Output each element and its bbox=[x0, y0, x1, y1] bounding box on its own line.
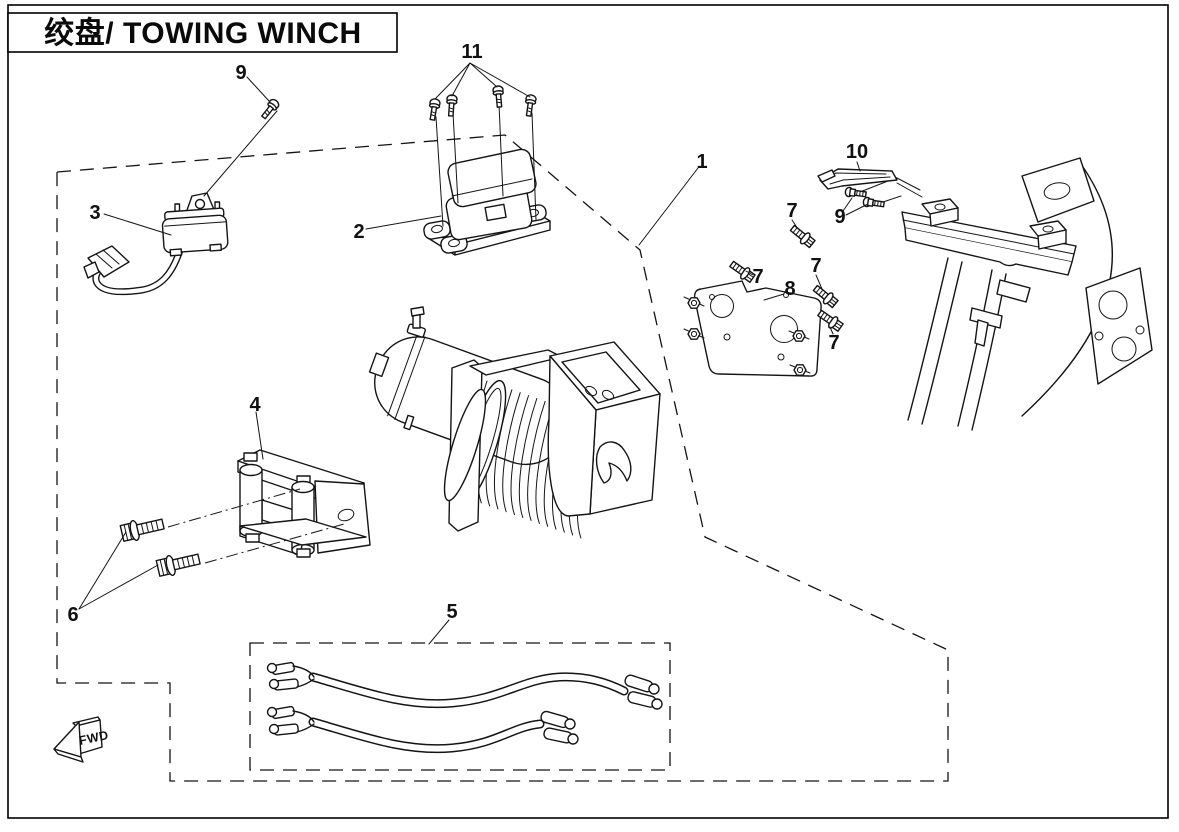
roller-fairlead-drawing bbox=[237, 449, 371, 558]
battery-cables-drawing bbox=[266, 661, 663, 754]
fwd-label: FWD bbox=[78, 728, 110, 748]
frame-side-plate bbox=[1085, 267, 1153, 385]
callout-4: 4 bbox=[249, 394, 261, 416]
callout-8: 8 bbox=[784, 278, 795, 300]
callout-7d: 7 bbox=[828, 332, 839, 354]
clutch-lever bbox=[595, 441, 632, 484]
contactor-drawing bbox=[423, 148, 551, 256]
callout-10: 10 bbox=[846, 141, 868, 163]
cable-connector bbox=[83, 245, 130, 279]
winch-assembly-drawing bbox=[368, 306, 661, 539]
cable2-right-boots bbox=[540, 710, 579, 745]
bracket-studs-right-drawing bbox=[844, 180, 902, 210]
callout-1: 1 bbox=[696, 151, 707, 173]
frame-mount-boss-right bbox=[1029, 220, 1067, 250]
frame-mount-boss-left bbox=[921, 198, 959, 227]
callout-7c: 7 bbox=[810, 255, 821, 277]
cable1-right-boots bbox=[624, 674, 663, 710]
callout-9-right: 9 bbox=[834, 206, 845, 228]
vehicle-frame-drawing bbox=[901, 157, 1153, 431]
callout-labels: 1 2 3 4 5 6 7 7 7 7 8 9 9 10 11 bbox=[67, 41, 868, 626]
switch-body bbox=[161, 192, 229, 257]
control-switch-drawing bbox=[83, 192, 229, 296]
callout-5: 5 bbox=[446, 601, 457, 623]
motor-terminal-studs bbox=[403, 306, 426, 431]
cable1-left-lugs bbox=[266, 661, 315, 691]
bracket-screw-left-drawing bbox=[203, 97, 282, 197]
plate-nut-2 bbox=[687, 328, 701, 340]
plate-nut-4 bbox=[793, 364, 807, 376]
page-title: 绞盘/ TOWING WINCH bbox=[44, 16, 361, 50]
callout-6: 6 bbox=[67, 604, 78, 626]
winch-side-housing bbox=[547, 341, 661, 517]
title-box bbox=[7, 12, 398, 53]
cable-kit-dashed-box bbox=[249, 642, 671, 771]
mounting-plate-drawing bbox=[683, 280, 822, 377]
contactor-screws-drawing bbox=[426, 84, 538, 227]
callout-11: 11 bbox=[461, 41, 482, 63]
plate-nut-3 bbox=[792, 330, 806, 342]
cable2-left-lugs bbox=[266, 705, 315, 736]
fwd-direction-arrow: FWD bbox=[53, 716, 110, 763]
plate-nut-1 bbox=[687, 297, 701, 309]
callout-9-left: 9 bbox=[235, 62, 246, 84]
callout-2: 2 bbox=[353, 221, 364, 243]
upper-bracket-drawing bbox=[817, 168, 923, 198]
fairlead-bolts-drawing bbox=[119, 488, 345, 579]
kit-boundary-dashed-outline bbox=[56, 134, 949, 782]
frame-strap bbox=[969, 307, 1003, 347]
drum-left-flange bbox=[443, 359, 507, 532]
callout-7a: 7 bbox=[786, 200, 797, 222]
leader-lines bbox=[78, 62, 869, 645]
callout-7b: 7 bbox=[752, 266, 763, 288]
contactor-foot-left bbox=[423, 220, 468, 254]
callout-3: 3 bbox=[89, 202, 100, 224]
